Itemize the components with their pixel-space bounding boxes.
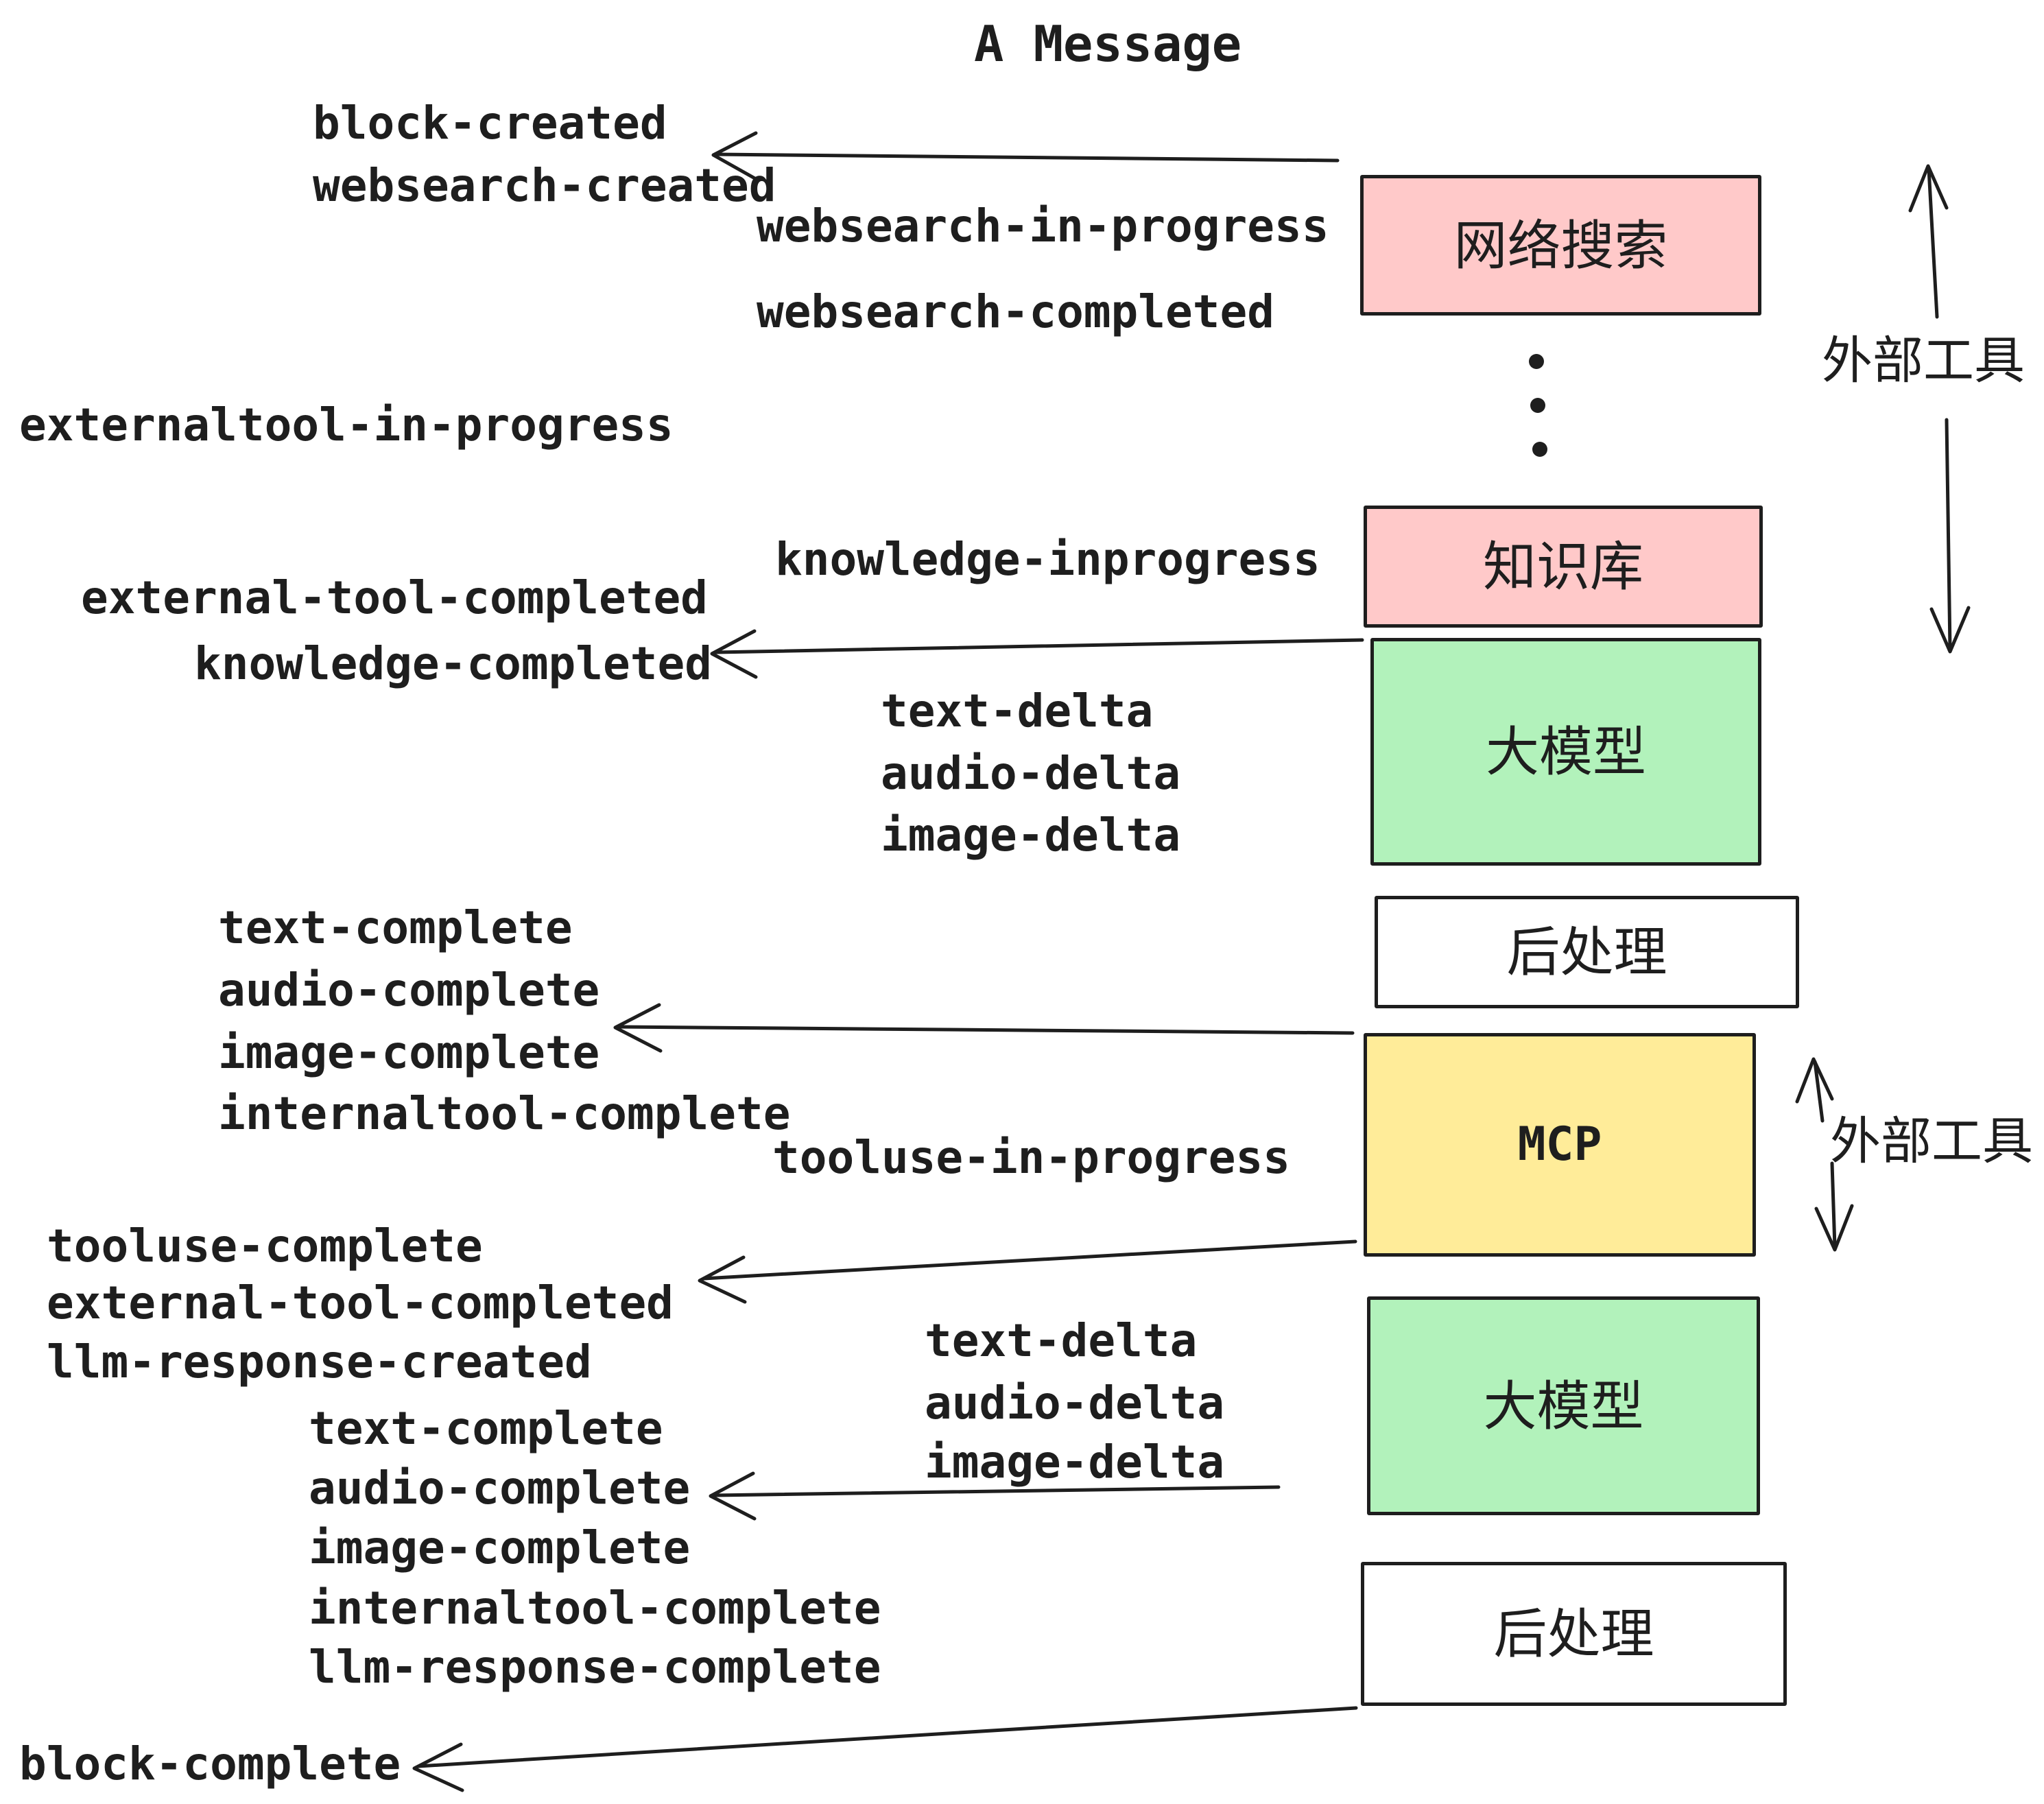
external-tools-label-mcp: 外部工具 xyxy=(1830,1113,2033,1170)
event-label-websearch-completed: websearch-completed xyxy=(757,285,1274,338)
postprocess-box-top: 后处理 xyxy=(1375,896,1799,1008)
arrow-mcp-to-complete-events xyxy=(615,1005,1353,1051)
knowledge-box-label: 知识库 xyxy=(1482,536,1643,597)
knowledge-box: 知识库 xyxy=(1364,506,1763,628)
event-label-tooluse-in-progress: tooluse-in-progress xyxy=(772,1131,1290,1184)
mcp-box: MCP xyxy=(1364,1033,1756,1257)
mcp-box-label: MCP xyxy=(1517,1117,1602,1172)
external-tools-up-arrow-mcp xyxy=(1797,1059,1832,1121)
event-label-audio-delta-2: audio-delta xyxy=(925,1377,1225,1429)
postprocess-box-bottom-label: 后处理 xyxy=(1493,1604,1654,1664)
event-label-tooluse-complete: tooluse-complete xyxy=(47,1220,483,1272)
external-tools-down-arrow-top xyxy=(1932,420,1969,652)
event-label-llm-response-complete: llm-response-complete xyxy=(309,1641,881,1694)
llm-box-bottom-label: 大模型 xyxy=(1483,1375,1644,1436)
llm-box-top-label: 大模型 xyxy=(1485,722,1646,782)
ellipsis-dots xyxy=(1529,354,1547,457)
event-label-image-complete-2: image-complete xyxy=(309,1521,691,1574)
event-label-image-complete-1: image-complete xyxy=(218,1026,600,1079)
diagram-title: A Message xyxy=(974,15,1242,73)
event-label-external-tool-completed: external-tool-completed xyxy=(81,571,708,624)
event-label-internaltool-complete-1: internaltool-complete xyxy=(218,1087,791,1140)
event-label-knowledge-inprogress: knowledge-inprogress xyxy=(775,533,1320,586)
event-label-text-complete-1: text-complete xyxy=(218,901,573,954)
event-label-text-delta-2: text-delta xyxy=(925,1314,1198,1367)
event-label-audio-delta-1: audio-delta xyxy=(881,747,1181,800)
event-label-internaltool-complete-2: internaltool-complete xyxy=(309,1582,881,1635)
event-label-block-created: block-created xyxy=(313,97,667,150)
arrow-websearch-to-created xyxy=(713,133,1338,180)
event-label-websearch-in-progress: websearch-in-progress xyxy=(757,200,1329,252)
event-label-websearch-created: websearch-created xyxy=(313,159,776,212)
event-label-knowledge-completed: knowledge-completed xyxy=(194,637,712,690)
event-label-externaltool-in-progress: externaltool-in-progress xyxy=(19,399,674,451)
llm-box-bottom: 大模型 xyxy=(1367,1296,1760,1515)
arrow-post-to-block-complete xyxy=(414,1708,1356,1790)
websearch-box: 网络搜索 xyxy=(1360,175,1761,316)
websearch-box-label: 网络搜索 xyxy=(1453,215,1668,276)
postprocess-box-bottom: 后处理 xyxy=(1361,1562,1787,1706)
event-label-image-delta-1: image-delta xyxy=(881,809,1181,862)
event-label-block-complete: block-complete xyxy=(19,1737,401,1790)
event-label-image-delta-2: image-delta xyxy=(925,1436,1225,1488)
arrow-llm-to-complete-events xyxy=(711,1473,1279,1519)
postprocess-box-top-label: 后处理 xyxy=(1506,922,1667,982)
event-label-llm-response-created: llm-response-created xyxy=(47,1336,592,1388)
event-label-audio-complete-1: audio-complete xyxy=(218,964,600,1017)
external-tools-down-arrow-mcp xyxy=(1816,1163,1852,1250)
event-label-audio-complete-2: audio-complete xyxy=(309,1462,691,1515)
external-tools-up-arrow-top xyxy=(1910,166,1947,317)
event-label-external-tool-completed-2: external-tool-completed xyxy=(47,1277,674,1329)
external-tools-label-top: 外部工具 xyxy=(1822,332,2025,389)
event-label-text-complete-2: text-complete xyxy=(309,1402,663,1455)
event-label-text-delta-1: text-delta xyxy=(881,685,1154,737)
arrow-llm-to-knowledge-completed xyxy=(712,631,1362,677)
llm-box-top: 大模型 xyxy=(1370,638,1761,866)
arrow-mcp-to-tooluse-complete xyxy=(700,1242,1355,1302)
